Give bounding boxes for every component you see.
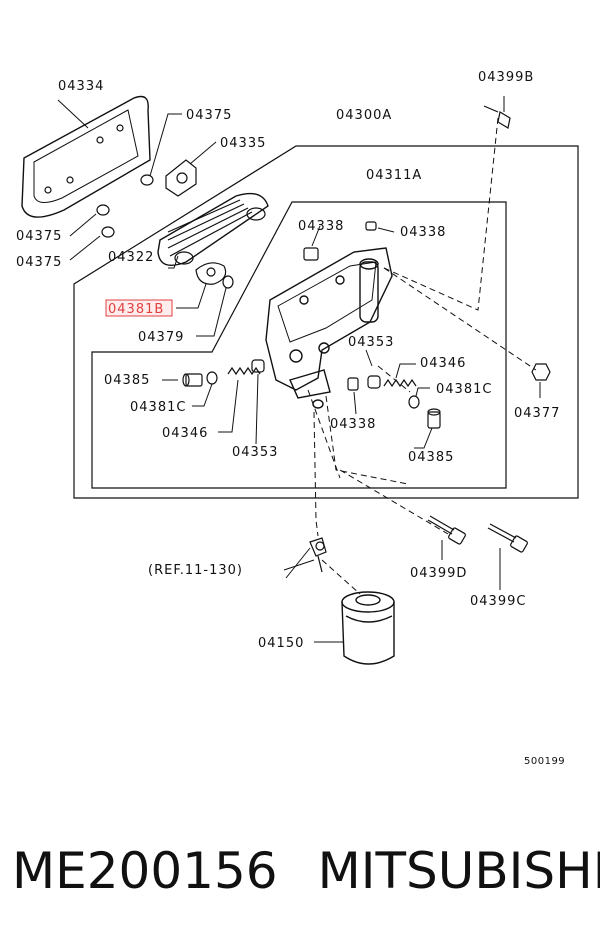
nut-04377 bbox=[531, 363, 551, 381]
label-04399C: 04399C bbox=[470, 594, 526, 609]
bolt-04385-a bbox=[182, 373, 203, 387]
label-04381C-right: 04381C bbox=[436, 382, 492, 397]
bolt-04399D bbox=[427, 515, 466, 545]
plug-04338-c bbox=[347, 377, 359, 391]
bolt-04399C bbox=[487, 523, 528, 553]
label-04375-mid: 04375 bbox=[16, 229, 62, 244]
spring-04346-a bbox=[227, 366, 261, 376]
label-04377: 04377 bbox=[514, 406, 560, 421]
piston-04353-a bbox=[251, 359, 265, 373]
alignment-lines bbox=[307, 117, 537, 595]
brand-name: MITSUBISHI bbox=[317, 842, 600, 900]
label-04150: 04150 bbox=[258, 636, 304, 651]
o-ring-04375-a bbox=[140, 174, 154, 186]
gasket-04381B bbox=[195, 262, 227, 285]
label-04335: 04335 bbox=[220, 136, 266, 151]
spring-04346-b bbox=[383, 378, 417, 388]
label-ref: (REF.11-130) bbox=[148, 563, 243, 578]
label-04334: 04334 bbox=[58, 79, 104, 94]
label-04353-top: 04353 bbox=[348, 335, 394, 350]
oil-filter-bracket-housing bbox=[265, 247, 393, 409]
piston-04353-b bbox=[367, 375, 381, 389]
oil-cooler-04322 bbox=[157, 192, 269, 266]
o-ring-04375-c bbox=[101, 226, 115, 238]
oil-filter-04150 bbox=[341, 591, 395, 665]
label-04375-low: 04375 bbox=[16, 255, 62, 270]
label-04300A: 04300A bbox=[336, 108, 392, 123]
bolt-04385-b bbox=[427, 408, 441, 429]
label-04346-left: 04346 bbox=[162, 426, 208, 441]
label-04381B: 04381B bbox=[108, 302, 164, 317]
label-04338-right: 04338 bbox=[400, 225, 446, 240]
assembly-outline-04311A bbox=[91, 201, 507, 489]
label-04322: 04322 bbox=[108, 250, 154, 265]
gasket-04335 bbox=[165, 159, 197, 197]
label-04346-right: 04346 bbox=[420, 356, 466, 371]
label-04375-top: 04375 bbox=[186, 108, 232, 123]
plug-04338-b bbox=[365, 221, 377, 231]
label-04379: 04379 bbox=[138, 330, 184, 345]
gasket-04334 bbox=[21, 95, 151, 218]
label-04385-right: 04385 bbox=[408, 450, 454, 465]
leader-lines bbox=[57, 96, 541, 643]
o-ring-04379 bbox=[222, 275, 234, 289]
label-04311A: 04311A bbox=[366, 168, 422, 183]
label-04338-left: 04338 bbox=[298, 219, 344, 234]
o-ring-04375-b bbox=[96, 204, 110, 216]
plug-04338-a bbox=[303, 247, 319, 261]
washer-04381C-a bbox=[206, 371, 218, 385]
label-04381C-left: 04381C bbox=[130, 400, 186, 415]
highlight-box bbox=[105, 299, 173, 317]
label-04399D: 04399D bbox=[410, 566, 467, 581]
label-04385-left: 04385 bbox=[104, 373, 150, 388]
label-04399B: 04399B bbox=[478, 70, 534, 85]
diagram-code: 500199 bbox=[524, 756, 565, 767]
ref-fitting bbox=[309, 537, 327, 573]
label-04353-bottom: 04353 bbox=[232, 445, 278, 460]
part-caption: ME200156 MITSUBISHI bbox=[12, 836, 600, 906]
washer-04381C-b bbox=[408, 395, 420, 409]
bolt-04399B bbox=[483, 105, 511, 129]
part-number: ME200156 bbox=[12, 842, 278, 900]
label-04338-bottom: 04338 bbox=[330, 417, 376, 432]
assembly-outline-04300A bbox=[73, 145, 579, 499]
